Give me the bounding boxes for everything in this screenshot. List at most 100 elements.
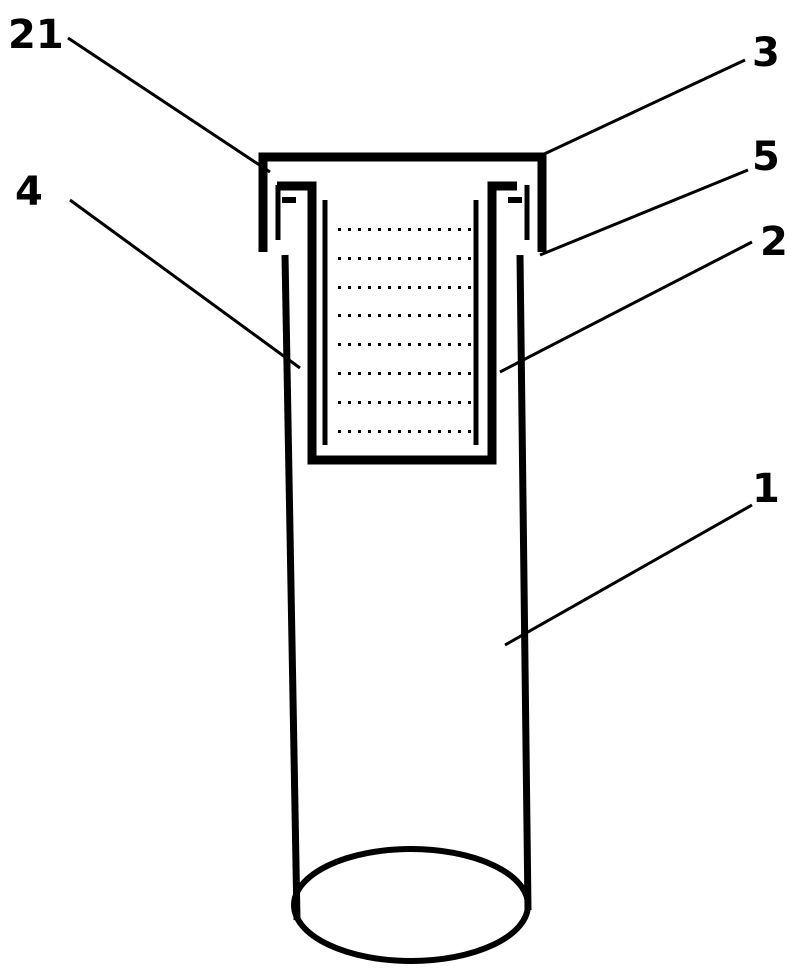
filler-dot xyxy=(368,257,371,260)
ref-label-3: 3 xyxy=(752,30,780,76)
filler-dot xyxy=(408,228,411,231)
filler-dot xyxy=(408,372,411,375)
filler-dot xyxy=(438,286,441,289)
filler-dot xyxy=(408,343,411,346)
filler-dot xyxy=(338,401,341,404)
filler-dot xyxy=(348,372,351,375)
filler-dot xyxy=(448,228,451,231)
filler-dot xyxy=(428,314,431,317)
filler-material xyxy=(338,228,471,433)
filler-dot xyxy=(458,343,461,346)
filler-dot xyxy=(468,314,471,317)
leader-line-4 xyxy=(69,198,301,370)
filler-dot xyxy=(348,343,351,346)
leader-line-1 xyxy=(504,503,753,647)
filler-dot xyxy=(438,401,441,404)
filler-dot xyxy=(338,430,341,433)
filler-dot xyxy=(458,257,461,260)
filler-dot xyxy=(428,430,431,433)
reference-numerals: 21 3 5 4 2 1 xyxy=(8,12,788,512)
ref-label-21: 21 xyxy=(8,12,64,58)
filler-dot xyxy=(398,314,401,317)
filler-dot xyxy=(408,286,411,289)
filler-dot xyxy=(418,430,421,433)
filler-dot xyxy=(438,257,441,260)
filler-dot xyxy=(338,372,341,375)
cap xyxy=(258,152,547,252)
filler-dot xyxy=(368,430,371,433)
outer-tube xyxy=(281,254,532,964)
filler-dot xyxy=(438,372,441,375)
filler-dot xyxy=(438,314,441,317)
filler-dot xyxy=(348,314,351,317)
filler-dot xyxy=(338,343,341,346)
filler-dot xyxy=(388,286,391,289)
filler-dot xyxy=(458,228,461,231)
filler-dot xyxy=(418,228,421,231)
filler-dot xyxy=(378,343,381,346)
filler-dot xyxy=(398,228,401,231)
filler-dot xyxy=(418,257,421,260)
filler-dot xyxy=(368,372,371,375)
leader-line-2 xyxy=(499,240,753,374)
filler-dot xyxy=(438,430,441,433)
filler-dot xyxy=(438,228,441,231)
filler-dot xyxy=(348,430,351,433)
filler-dot xyxy=(368,228,371,231)
filler-dot xyxy=(418,286,421,289)
filler-dot xyxy=(448,257,451,260)
ref-label-5: 5 xyxy=(752,134,780,180)
filler-dot xyxy=(448,372,451,375)
outer-tube-left-wall xyxy=(281,254,301,921)
filler-dot xyxy=(428,228,431,231)
filler-dot xyxy=(398,257,401,260)
ref-label-1: 1 xyxy=(752,466,780,512)
inner-container-body xyxy=(277,181,517,465)
filler-dot xyxy=(448,430,451,433)
filler-dot xyxy=(368,401,371,404)
filler-dot xyxy=(428,286,431,289)
filler-dot xyxy=(428,372,431,375)
filler-dot xyxy=(448,401,451,404)
ref-label-4: 4 xyxy=(15,169,43,215)
filler-dot xyxy=(468,372,471,375)
filler-dot xyxy=(398,401,401,404)
leader-line-3 xyxy=(539,58,746,158)
filler-dot xyxy=(348,286,351,289)
filler-dot xyxy=(358,257,361,260)
filler-dot xyxy=(438,343,441,346)
filler-dot xyxy=(358,430,361,433)
filler-dot xyxy=(398,286,401,289)
filler-dot xyxy=(358,286,361,289)
filler-dot xyxy=(378,430,381,433)
filler-dot xyxy=(468,257,471,260)
filler-dot xyxy=(378,257,381,260)
filler-dot xyxy=(368,343,371,346)
filler-dot xyxy=(388,228,391,231)
filler-dot xyxy=(418,343,421,346)
filler-dot xyxy=(358,401,361,404)
filler-dot xyxy=(338,314,341,317)
filler-dot xyxy=(378,372,381,375)
filler-dot xyxy=(408,430,411,433)
filler-dot xyxy=(458,314,461,317)
filler-dot xyxy=(408,401,411,404)
filler-dot xyxy=(448,314,451,317)
filler-dot xyxy=(348,401,351,404)
filler-dot xyxy=(348,228,351,231)
filler-dot xyxy=(408,257,411,260)
filler-dot xyxy=(388,343,391,346)
filler-dot xyxy=(408,314,411,317)
filler-dot xyxy=(428,401,431,404)
filler-dot xyxy=(468,286,471,289)
filler-dot xyxy=(388,372,391,375)
filler-dot xyxy=(388,430,391,433)
filler-dot xyxy=(358,228,361,231)
filler-dot xyxy=(418,314,421,317)
filler-dot xyxy=(358,372,361,375)
cap-outer-shell xyxy=(258,152,547,252)
filler-dot xyxy=(468,228,471,231)
filler-dot xyxy=(378,228,381,231)
ref-label-2: 2 xyxy=(760,219,788,265)
